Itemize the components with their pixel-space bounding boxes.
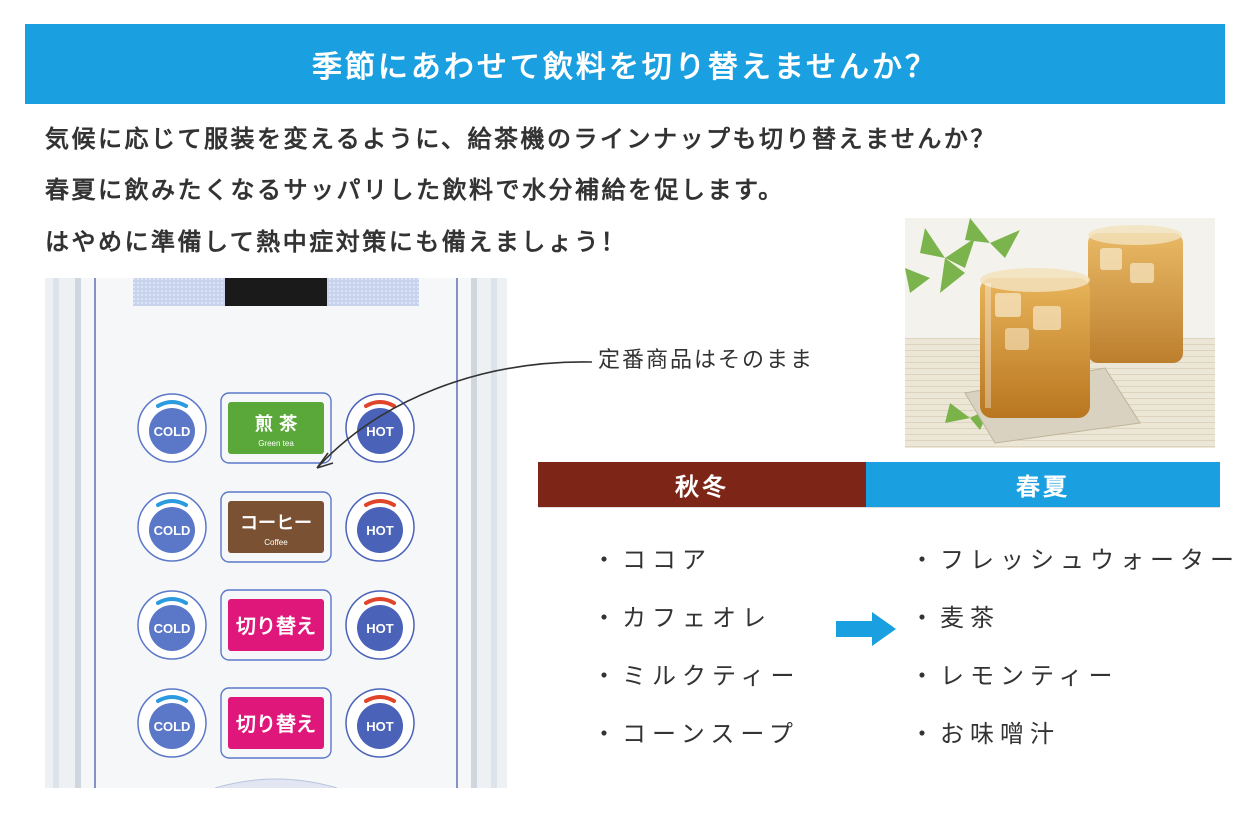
season-divider [538, 507, 1220, 508]
drink-select-button[interactable]: 煎 茶 Green tea [220, 392, 332, 464]
drink-label: 煎 茶 [255, 413, 298, 435]
drink-sublabel: Coffee [264, 538, 288, 547]
drink-select-button[interactable]: 切り替え [220, 589, 332, 661]
drink-sublabel: Green tea [258, 439, 294, 448]
hot-label: HOT [366, 719, 394, 734]
callout-label: 定番商品はそのまま [598, 348, 815, 373]
drink-label: 切り替え [236, 614, 316, 638]
autumn-item: ・カフェオレ [592, 604, 772, 632]
cold-button[interactable]: COLD [137, 590, 207, 660]
autumn-item: ・コーンスープ [592, 720, 799, 748]
cold-button[interactable]: COLD [137, 393, 207, 463]
hot-label: HOT [366, 621, 394, 636]
hot-button[interactable]: HOT [345, 590, 415, 660]
autumn-item: ・ミルクティー [592, 662, 801, 690]
title-banner: 季節にあわせて飲料を切り替えませんか？ [25, 24, 1225, 104]
barley-tea-photo [905, 218, 1215, 448]
spring-item: ・フレッシュウォーター [910, 546, 1240, 574]
hot-button[interactable]: HOT [345, 688, 415, 758]
intro-line-2: 春夏に飲みたくなるサッパリした飲料で水分補給を促します。 [45, 176, 785, 204]
drink-label: コーヒー [240, 513, 312, 534]
drink-label: 切り替え [236, 712, 316, 736]
right-arrow-icon [836, 612, 896, 646]
cold-label: COLD [154, 719, 191, 734]
autumn-item: ・ココア [592, 546, 712, 574]
cold-label: COLD [154, 424, 191, 439]
cold-button[interactable]: COLD [137, 688, 207, 758]
drink-select-button[interactable]: コーヒー Coffee [220, 491, 332, 563]
spring-item: ・お味噌汁 [910, 720, 1060, 748]
cold-label: COLD [154, 523, 191, 538]
hot-label: HOT [366, 523, 394, 538]
intro-line-1: 気候に応じて服装を変えるように、給茶機のラインナップも切り替えませんか？ [45, 125, 997, 153]
spring-item: ・麦茶 [910, 604, 1000, 632]
hot-button[interactable]: HOT [345, 393, 415, 463]
spring-summer-header: 春夏 [866, 462, 1220, 507]
hot-button[interactable]: HOT [345, 492, 415, 562]
autumn-winter-header: 秋冬 [538, 462, 866, 507]
cold-label: COLD [154, 621, 191, 636]
drink-select-button[interactable]: 切り替え [220, 687, 332, 759]
barley-tea-illustration [905, 218, 1215, 448]
cold-button[interactable]: COLD [137, 492, 207, 562]
spring-item: ・レモンティー [910, 662, 1119, 690]
hot-label: HOT [366, 424, 394, 439]
curved-arrow-icon [316, 361, 593, 469]
intro-line-3: はやめに準備して熱中症対策にも備えましょう！ [45, 228, 628, 256]
banner-title: 季節にあわせて飲料を切り替えませんか？ [311, 50, 939, 85]
